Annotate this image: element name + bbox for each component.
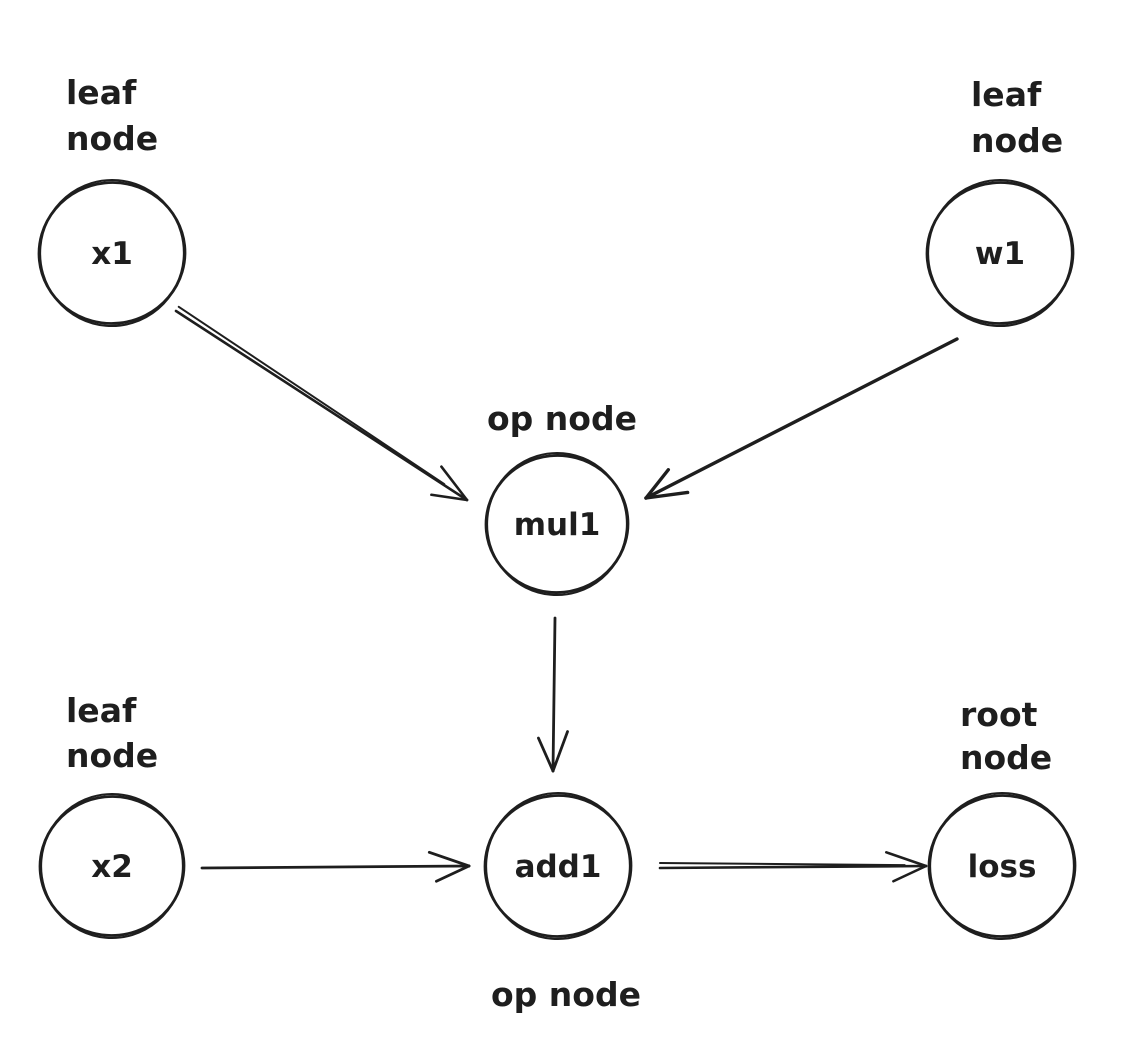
- node-x1[interactable]: x1: [32, 174, 192, 332]
- arrowhead-stroke: [430, 493, 469, 502]
- arrowhead-stroke: [434, 864, 471, 883]
- arrowhead-stroke: [537, 736, 555, 773]
- node-circle-overdraw: [486, 451, 628, 597]
- node-circle-overdraw: [927, 178, 1073, 328]
- node-label: x2: [91, 849, 133, 885]
- edge-shaft: [551, 616, 557, 773]
- node-circle-overdraw: [485, 791, 631, 941]
- arrowhead-stroke: [440, 465, 469, 502]
- arrowhead-stroke: [644, 490, 690, 500]
- node-label: w1: [975, 236, 1025, 272]
- edge-add1-to-loss[interactable]: [658, 850, 928, 883]
- node-w1[interactable]: w1: [920, 174, 1080, 332]
- node-circle-overdraw: [40, 792, 184, 940]
- node-label: loss: [968, 849, 1037, 885]
- arrowhead-stroke: [892, 864, 928, 883]
- annotation-op-node-mul1[interactable]: op node: [487, 399, 637, 438]
- edge-shaft: [174, 309, 469, 502]
- node-mul1[interactable]: mul1: [479, 447, 635, 601]
- node-label: mul1: [514, 507, 601, 543]
- node-add1[interactable]: add1: [478, 787, 638, 945]
- edge-shaft-overdraw: [658, 862, 906, 867]
- node-x2[interactable]: x2: [33, 788, 191, 944]
- arrowhead-stroke: [551, 730, 569, 773]
- arrowhead-stroke: [427, 850, 471, 868]
- node-circle-overdraw: [929, 791, 1075, 941]
- edge-shaft: [200, 864, 471, 870]
- edge-x2-to-add1[interactable]: [200, 850, 471, 883]
- node-circle-overdraw: [39, 178, 185, 328]
- edge-shaft: [658, 864, 928, 870]
- annotation-op-node-add1[interactable]: op node: [491, 975, 641, 1014]
- edge-shaft: [644, 337, 959, 500]
- edge-mul1-to-add1[interactable]: [537, 616, 569, 773]
- edge-w1-to-mul1[interactable]: [644, 337, 959, 500]
- arrowhead-stroke: [885, 850, 928, 868]
- node-label: x1: [91, 236, 133, 272]
- node-label: add1: [515, 849, 602, 885]
- edge-shaft-overdraw: [177, 305, 446, 486]
- edge-x1-to-mul1[interactable]: [174, 305, 469, 502]
- node-loss[interactable]: loss: [922, 787, 1082, 945]
- arrowhead-stroke: [644, 468, 671, 500]
